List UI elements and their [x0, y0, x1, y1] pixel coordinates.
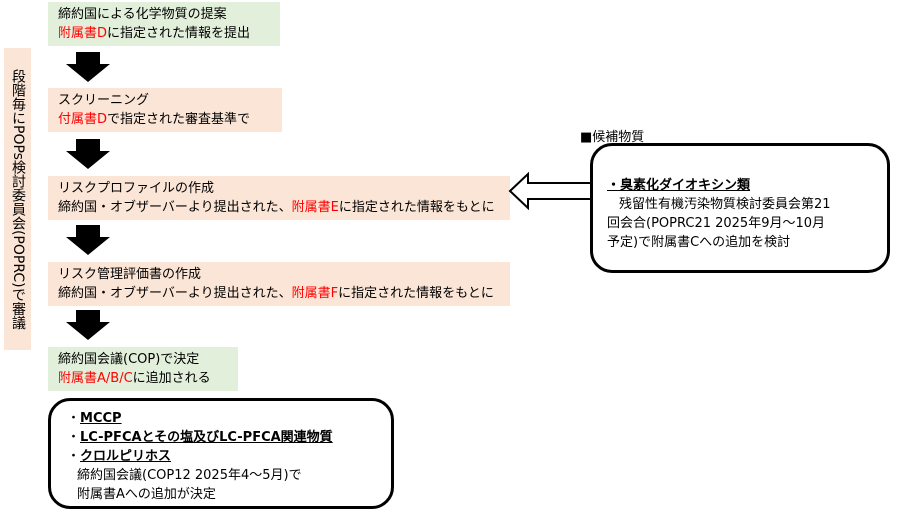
candidate-heading: ■候補物質	[580, 130, 645, 145]
annex-ref: 附属書F	[291, 286, 339, 301]
annex-ref: 附属書D	[58, 26, 108, 41]
step-desc: 締約国・オブザーバーより提出された、	[58, 200, 292, 215]
annex-ref: 附属書A/B/C	[58, 371, 133, 386]
step-risk-management: リスク管理評価書の作成 締約国・オブザーバーより提出された、附属書Fに指定された…	[48, 262, 510, 306]
step-cop-decision: 締約国会議(COP)で決定 附属書A/B/Cに追加される	[48, 347, 238, 391]
candidate-box: ・臭素化ダイオキシン類 残留性有機汚染物質検討委員会第21 回会合(POPRC2…	[590, 143, 890, 273]
substance-name: LC-PFCAとその塩及びLC-PFCA関連物質	[80, 430, 333, 445]
candidate-desc: 回会合(POPRC21 2025年9月～10月	[607, 216, 826, 231]
step-title: 締約国会議(COP)で決定	[58, 352, 200, 367]
down-arrow-icon	[66, 225, 110, 255]
step-desc: で指定された審査基準で	[107, 112, 251, 127]
step-title: スクリーニング	[58, 93, 150, 108]
substance-name: MCCP	[80, 411, 122, 426]
step-desc: に指定された情報を提出	[107, 26, 251, 41]
decision-desc: 附属書Aへの追加が決定	[77, 487, 216, 502]
step-title: 締約国による化学物質の提案	[58, 7, 227, 22]
substance-name: クロルピリホス	[80, 449, 172, 464]
candidate-name: ・臭素化ダイオキシン類	[607, 178, 751, 193]
annex-ref: 附属書E	[291, 200, 339, 215]
left-hollow-arrow-icon	[508, 172, 593, 210]
side-label: 段階毎にPOPs検討委員会(POPRC)で審議	[4, 48, 31, 350]
step-title: リスク管理評価書の作成	[58, 267, 202, 282]
down-arrow-icon	[66, 52, 110, 82]
step-risk-profile: リスクプロファイルの作成 締約国・オブザーバーより提出された、附属書Eに指定され…	[48, 176, 510, 220]
step-title: リスクプロファイルの作成	[58, 181, 215, 196]
decision-desc: 締約国会議(COP12 2025年4～5月)で	[77, 468, 302, 483]
down-arrow-icon	[66, 139, 110, 169]
step-desc: に指定された情報をもとに	[338, 200, 495, 215]
decided-substances-box: ・MCCP ・LC-PFCAとその塩及びLC-PFCA関連物質 ・クロルピリホス…	[48, 398, 394, 509]
step-desc: 締約国・オブザーバーより提出された、	[58, 286, 292, 301]
candidate-desc: 予定)で附属書Cへの追加を検討	[607, 235, 791, 250]
step-desc: に指定された情報をもとに	[338, 286, 494, 301]
candidate-desc: 残留性有機汚染物質検討委員会第21	[619, 197, 831, 212]
down-arrow-icon	[66, 310, 110, 340]
annex-ref: 付属書D	[58, 112, 108, 127]
step-proposal: 締約国による化学物質の提案 附属書Dに指定された情報を提出	[48, 2, 280, 46]
step-desc: に追加される	[132, 371, 211, 386]
step-screening: スクリーニング 付属書Dで指定された審査基準で	[48, 88, 282, 132]
